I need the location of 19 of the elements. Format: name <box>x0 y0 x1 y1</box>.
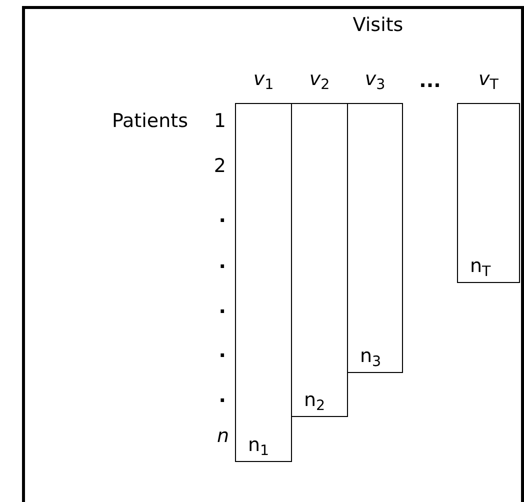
ellipsis-dot: . <box>218 207 226 226</box>
column-header: v$_{T}$ <box>478 70 500 89</box>
ellipsis-dot: . <box>218 298 226 317</box>
column-header: v$_{1}$ <box>252 70 275 89</box>
column-header: v$_{3}$ <box>364 70 386 89</box>
axis-title: Patients <box>112 112 188 131</box>
row-number: 1 <box>214 112 226 131</box>
row-number: 2 <box>214 157 226 176</box>
column-count: n$_{T}$ <box>470 257 491 276</box>
column-count: n$_{2}$ <box>304 391 326 410</box>
ellipsis-dot: . <box>218 342 226 361</box>
column-count: n$_{3}$ <box>360 347 382 366</box>
column-count: n$_{1}$ <box>248 436 270 455</box>
row-label: n <box>216 427 229 446</box>
ellipsis-dot: . <box>218 387 226 406</box>
axis-title: Visits <box>352 16 404 35</box>
ellipsis-dot: . <box>218 253 226 272</box>
ellipsis: ... <box>419 72 441 91</box>
column-header: v$_{2}$ <box>308 70 331 89</box>
